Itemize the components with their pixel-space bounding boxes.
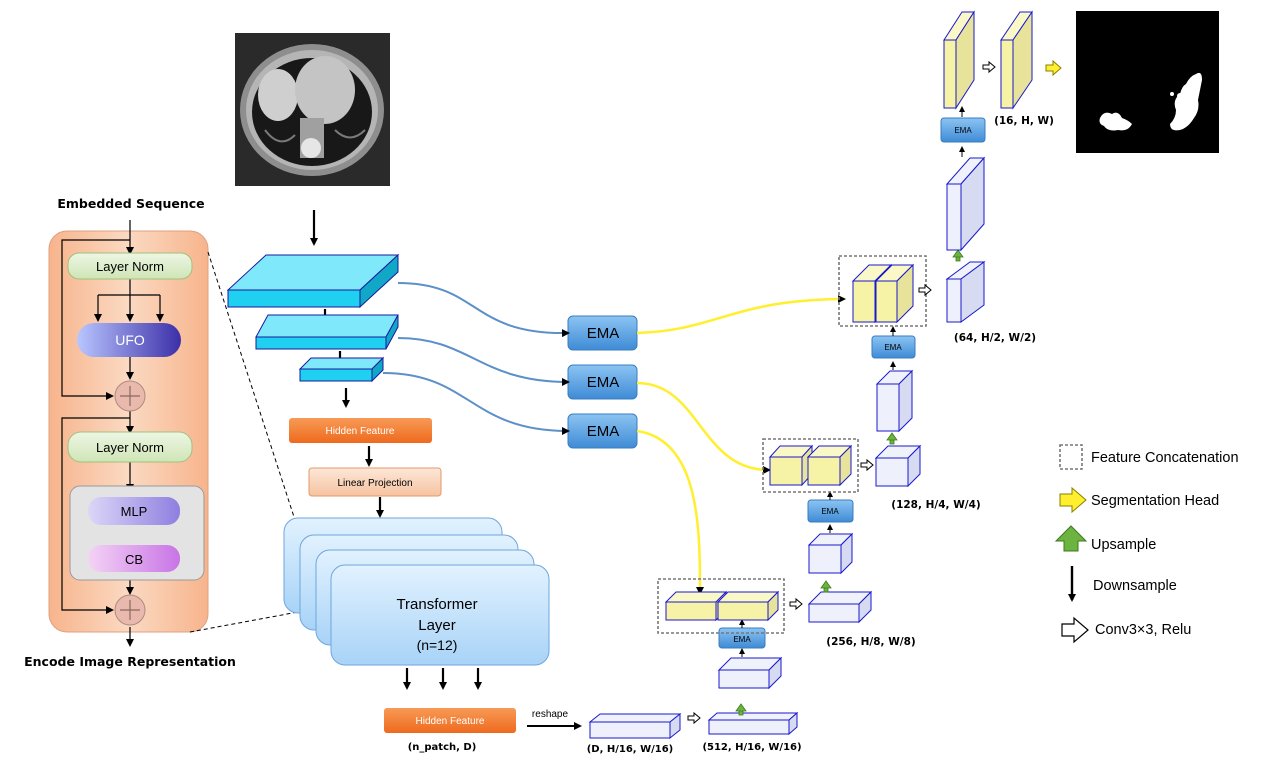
decoder-cube-d16	[588, 712, 682, 740]
reshape-label: reshape	[532, 709, 569, 720]
legend-concat-label: Feature Concatenation	[1091, 450, 1239, 466]
ema-small-1: EMA	[718, 627, 766, 649]
svg-text:EMA: EMA	[587, 423, 620, 440]
svg-text:EMA: EMA	[733, 635, 751, 644]
ema-small-2: EMA	[807, 499, 854, 523]
linear-projection-label: Linear Projection	[337, 478, 412, 489]
transformer-label-2: Layer	[418, 617, 456, 634]
conv-arrow-2	[789, 597, 803, 611]
transformer-label-1: Transformer	[396, 596, 477, 613]
zoom-line-top	[207, 251, 296, 521]
hidden-feature-bottom-label: Hidden Feature	[416, 716, 485, 727]
svg-text:EMA: EMA	[954, 126, 972, 135]
legend-downsample-label: Downsample	[1093, 578, 1177, 594]
concat-1-cube-b	[716, 590, 780, 622]
decoder-cube-c16-b	[1000, 10, 1033, 110]
decoder-cube-up4	[945, 156, 986, 252]
ufo-label: UFO	[115, 332, 145, 348]
layer-norm-1-label: Layer Norm	[96, 259, 164, 274]
encoder-caption: Encode Image Representation	[24, 654, 236, 669]
upsample-arrow-2	[820, 580, 832, 593]
layer-norm-2	[67, 431, 193, 463]
layer-norm-1	[67, 252, 193, 280]
hidden-feature-top-label: Hidden Feature	[326, 426, 395, 437]
ema-outputs	[636, 295, 846, 595]
cb-label: CB	[125, 552, 143, 567]
conv-arrow-4	[918, 283, 932, 297]
mlp-label: MLP	[121, 504, 148, 519]
shape-label-c128: (128, H/4, W/4)	[891, 499, 980, 511]
legend-conv-label: Conv3×3, Relu	[1095, 622, 1191, 638]
decoder-cube-up1	[717, 656, 783, 690]
decoder-cube-c16-a	[943, 10, 975, 110]
conv-arrow-1	[687, 711, 701, 725]
decoder-cube-c128	[874, 444, 922, 488]
transformer-stack	[283, 517, 550, 666]
ema-small-3: EMA	[871, 335, 916, 359]
conv-arrow-3	[860, 458, 874, 472]
zoom-line-bottom	[189, 611, 299, 633]
ema-block-1: EMA	[567, 315, 638, 351]
layer-norm-2-label: Layer Norm	[96, 440, 164, 455]
ct-scan-image	[235, 33, 390, 186]
decoder-cube-up3	[875, 369, 914, 433]
concat-box-1	[657, 578, 785, 634]
ufo-block	[77, 323, 181, 357]
n-patch-label: (n_patch, D)	[408, 742, 477, 753]
upsample-arrow-3	[886, 432, 898, 445]
decoder-cube-up2	[807, 532, 854, 575]
feature-slab-3	[298, 356, 385, 383]
upsample-arrow-1	[735, 703, 747, 716]
legend-seg-head-symbol	[1059, 486, 1087, 514]
hidden-feature-bottom	[384, 708, 516, 733]
decoder-cube-c512	[707, 711, 799, 736]
decoder-cube-c256	[807, 590, 873, 624]
upsample-arrow-4	[952, 249, 964, 262]
concat-2-cube-a	[768, 444, 814, 487]
transformer-out-arrows	[403, 668, 482, 690]
concat-2-cube-b	[806, 444, 853, 487]
svg-text:EMA: EMA	[884, 343, 902, 352]
shape-label-c64: (64, H/2, W/2)	[954, 332, 1036, 344]
feature-slab-1	[226, 253, 400, 309]
svg-text:EMA: EMA	[587, 325, 620, 342]
decoder-cube-c64	[945, 261, 986, 323]
segmentation-head-arrow	[1045, 59, 1062, 77]
feature-slab-2	[255, 314, 399, 350]
residual-add-1	[114, 380, 146, 412]
conv-arrow-5	[982, 60, 996, 74]
ema-block-2: EMA	[567, 364, 638, 400]
segmentation-output	[1076, 11, 1219, 153]
legend-upsample-symbol	[1054, 525, 1088, 552]
legend-seg-head-label: Segmentation Head	[1091, 493, 1219, 509]
concat-3-cube-b	[874, 263, 915, 324]
shape-label-c256: (256, H/8, W/8)	[826, 636, 915, 648]
skip-connections	[382, 282, 570, 435]
ema-block-3: EMA	[567, 413, 638, 449]
encoder-title: Embedded Sequence	[57, 196, 204, 211]
transformer-label-3: (n=12)	[417, 637, 458, 653]
legend-conv-symbol	[1061, 616, 1089, 644]
ema-small-4: EMA	[940, 117, 986, 143]
shape-label-c512: (512, H/16, W/16)	[702, 742, 801, 753]
svg-text:EMA: EMA	[587, 374, 620, 391]
svg-text:EMA: EMA	[821, 507, 839, 516]
mlp-block	[88, 497, 180, 525]
linear-projection	[308, 467, 442, 497]
hidden-feature-top	[289, 418, 432, 443]
concat-1-cube-a	[664, 590, 728, 622]
residual-add-2	[114, 594, 146, 626]
concat-box-2	[762, 438, 859, 493]
cb-block	[88, 545, 180, 572]
shape-label-c16: (16, H, W)	[994, 115, 1054, 127]
legend-concat-symbol	[1059, 444, 1083, 470]
legend-upsample-label: Upsample	[1091, 537, 1156, 553]
shape-label-d16: (D, H/16, W/16)	[587, 744, 674, 755]
